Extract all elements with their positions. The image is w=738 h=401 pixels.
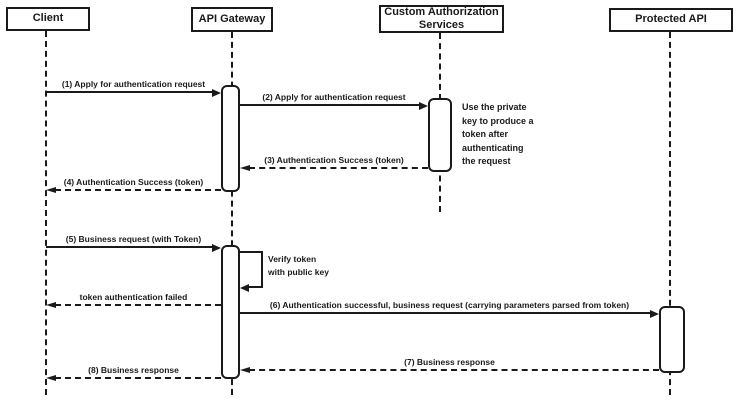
arrowhead-icon xyxy=(240,165,250,171)
message-4-line xyxy=(55,189,221,191)
actor-client: Client xyxy=(6,7,90,31)
message-7-line xyxy=(249,369,659,371)
api-gateway-activation-2 xyxy=(221,245,240,379)
actor-api-gateway: API Gateway xyxy=(191,7,273,32)
message-8-label: (8) Business response xyxy=(88,365,179,375)
self-message-bottom-line xyxy=(249,286,263,288)
arrowhead-icon xyxy=(240,284,249,292)
protected-api-activation xyxy=(659,306,685,373)
message-failed-line xyxy=(55,304,221,306)
self-message-right-line xyxy=(261,251,263,288)
actor-protected-api-label: Protected API xyxy=(635,13,707,26)
message-4-label: (4) Authentication Success (token) xyxy=(63,177,204,187)
self-message-label: Verify token with public key xyxy=(268,254,329,277)
private-key-note: Use the private key to produce a token a… xyxy=(462,102,534,166)
custom-authorization-services-activation xyxy=(428,98,452,172)
arrowhead-icon xyxy=(650,310,659,318)
self-message-top-line xyxy=(240,251,263,253)
actor-protected-api: Protected API xyxy=(609,8,733,32)
actor-api-gateway-label: API Gateway xyxy=(198,12,266,25)
message-6-label: (6) Authentication successful, business … xyxy=(269,300,630,310)
message-5-line xyxy=(46,246,212,248)
client-lifeline xyxy=(45,31,47,395)
arrowhead-icon xyxy=(419,102,428,110)
message-3-line xyxy=(249,167,428,169)
actor-client-label: Client xyxy=(32,12,64,25)
actor-custom-authorization-services: Custom Authorization Services xyxy=(379,5,504,33)
message-5-label: (5) Business request (with Token) xyxy=(65,234,202,244)
message-1-label: (1) Apply for authentication request xyxy=(61,79,206,89)
message-6-line xyxy=(240,312,650,314)
arrowhead-icon xyxy=(212,244,221,252)
message-1-line xyxy=(46,91,212,93)
api-gateway-activation-1 xyxy=(221,85,240,192)
api-gateway-lifeline xyxy=(231,32,233,395)
protected-api-lifeline xyxy=(669,32,671,395)
arrowhead-icon xyxy=(240,367,250,373)
arrowhead-icon xyxy=(46,187,56,193)
message-2-line xyxy=(240,104,419,106)
arrowhead-icon xyxy=(212,89,221,97)
actor-custom-authorization-services-label: Custom Authorization Services xyxy=(384,5,499,31)
message-failed-label: token authentication failed xyxy=(79,292,188,302)
message-2-label: (2) Apply for authentication request xyxy=(262,92,406,102)
message-7-label: (7) Business response xyxy=(404,357,495,367)
message-8-line xyxy=(55,377,221,379)
message-3-label: (3) Authentication Success (token) xyxy=(264,155,404,165)
arrowhead-icon xyxy=(46,302,56,308)
arrowhead-icon xyxy=(46,375,56,381)
